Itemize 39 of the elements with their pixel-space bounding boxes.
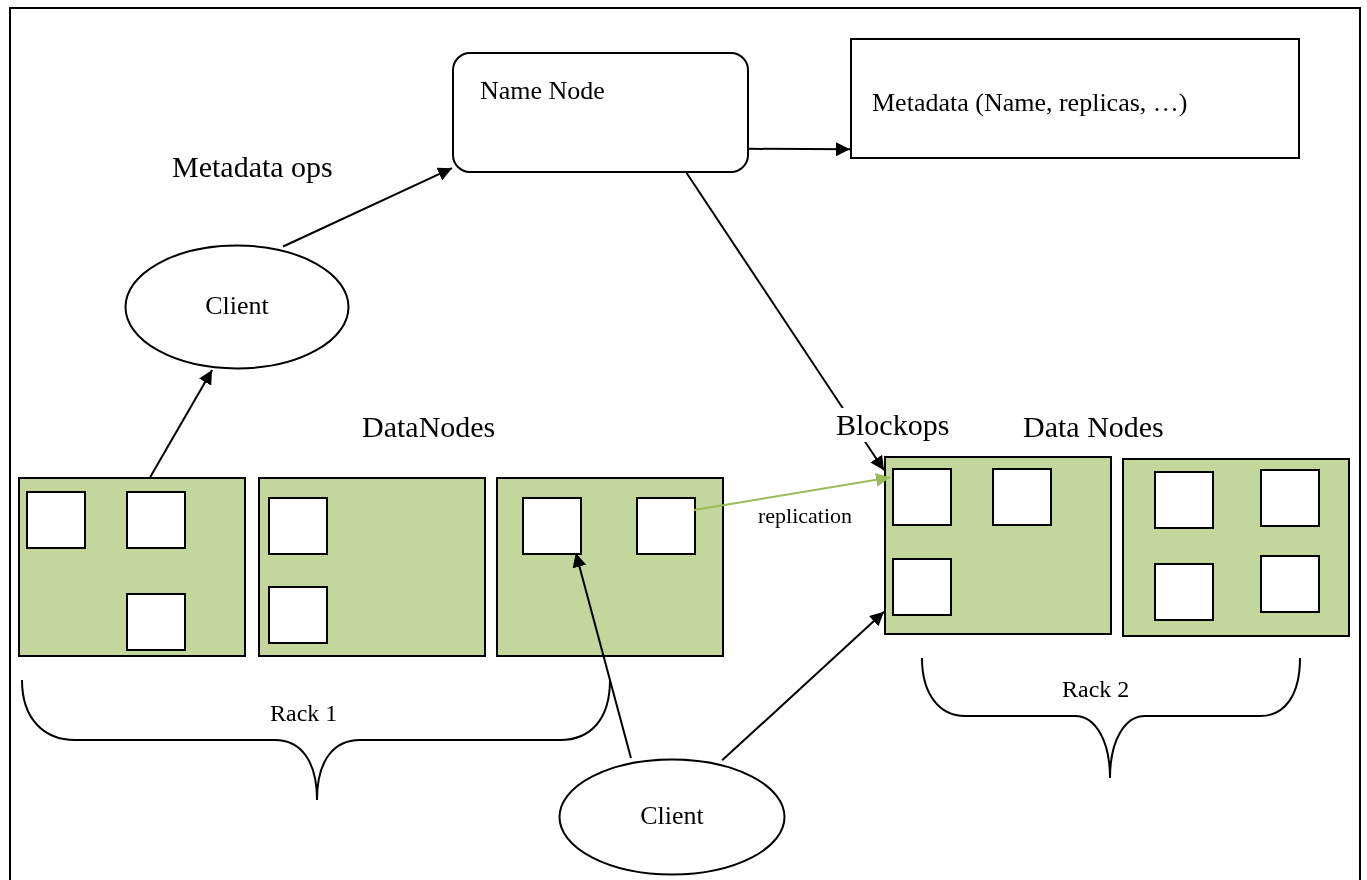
- group-label: Data Nodes: [1023, 410, 1164, 444]
- block-box: [892, 558, 952, 616]
- block-box: [636, 497, 696, 555]
- block-box: [1260, 555, 1320, 613]
- datanode-box: [496, 477, 724, 657]
- block-box: [1260, 469, 1320, 527]
- metadata-box: [850, 38, 1300, 159]
- datanode-box: [258, 477, 486, 657]
- block-box: [992, 468, 1052, 526]
- block-box: [522, 497, 582, 555]
- node-label: Client: [204, 291, 270, 321]
- rack-label: Rack 1: [270, 700, 338, 727]
- block-box: [126, 491, 186, 549]
- name-node-box: [452, 52, 749, 173]
- block-box: [126, 593, 186, 651]
- block-box: [1154, 563, 1214, 621]
- arrow: [748, 142, 851, 157]
- datanode-box: [18, 477, 246, 657]
- group-label: DataNodes: [362, 410, 496, 444]
- datanode-box: [884, 456, 1112, 635]
- node-label: Client: [639, 801, 705, 831]
- block-box: [268, 586, 328, 644]
- arrow: [282, 167, 453, 248]
- block-box: [26, 491, 86, 549]
- block-box: [268, 497, 328, 555]
- datanode-box: [1122, 458, 1350, 637]
- arrow: [685, 172, 885, 472]
- arrow: [572, 552, 632, 759]
- arrow: [693, 473, 891, 512]
- rack-label: Rack 2: [1062, 676, 1130, 703]
- edge-label: Blockops: [836, 408, 950, 442]
- block-box: [892, 468, 952, 526]
- client-node: [124, 244, 350, 370]
- client-node: [558, 758, 786, 876]
- block-box: [1154, 471, 1214, 529]
- node-label: Name Node: [480, 76, 605, 106]
- arrow: [149, 369, 214, 478]
- node-label: Metadata (Name, replicas, …): [872, 88, 1188, 118]
- arrow: [721, 610, 885, 762]
